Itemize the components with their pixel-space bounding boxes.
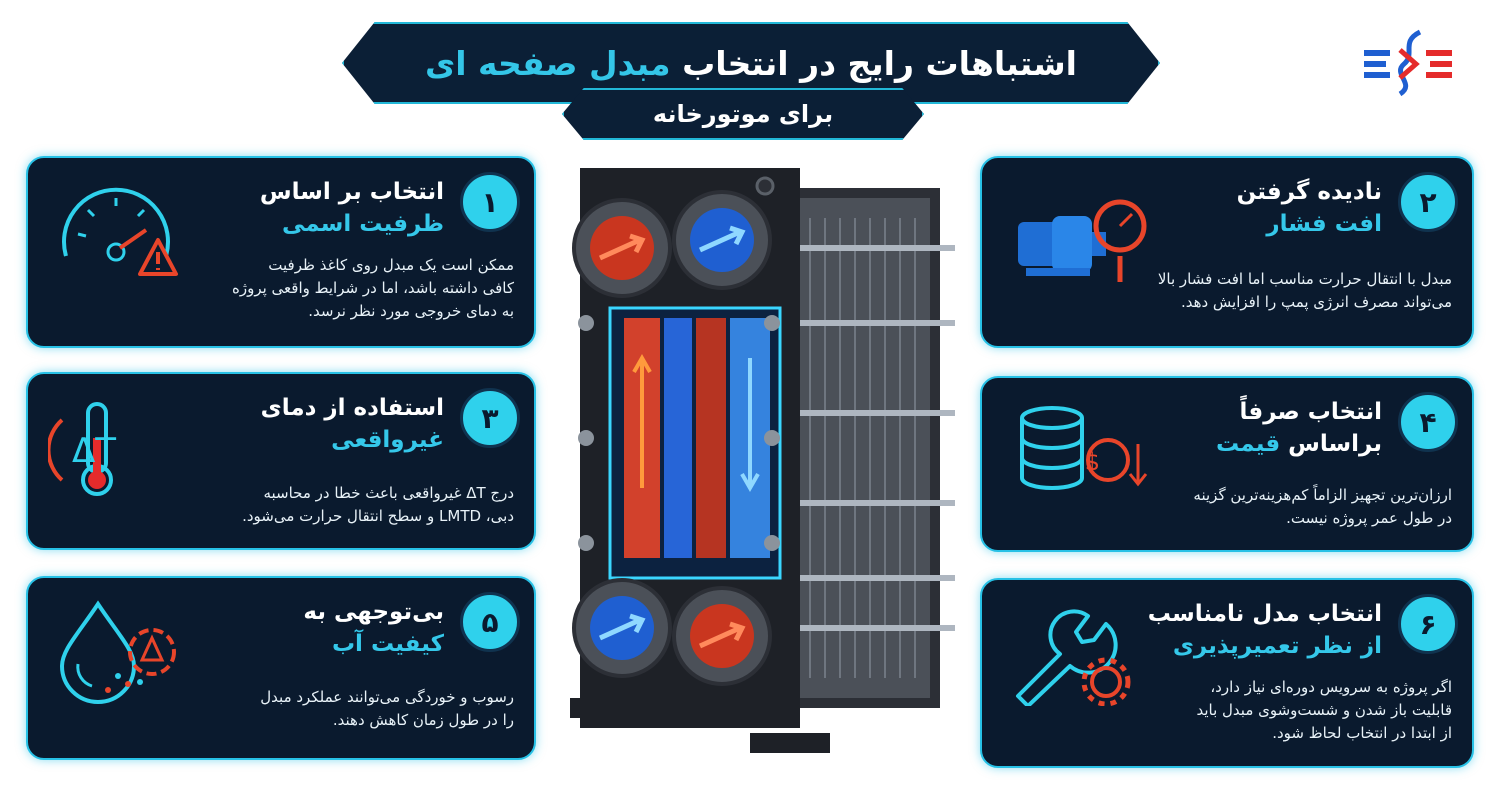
card-title-line2: کیفیت آب	[331, 631, 444, 657]
card-title: بی‌توجهی به کیفیت آب	[303, 596, 444, 660]
card-2: ۲ نادیده گرفتن افت فشار مبدل با انتقال ح…	[980, 156, 1474, 348]
card-number: ۶	[1398, 594, 1458, 654]
card-number: ۱	[460, 172, 520, 232]
card-body-line: اگر پروژه به سرویس دوره‌ای نیاز دارد،	[1210, 678, 1452, 696]
card-title: نادیده گرفتن افت فشار	[1237, 176, 1382, 240]
card-number: ۲	[1398, 172, 1458, 232]
page-subtitle: برای موتورخانه	[652, 100, 834, 128]
card-title-line1: انتخاب مدل نامناسب	[1147, 601, 1382, 627]
card-title: انتخاب صرفاً براساس قیمت	[1216, 396, 1382, 460]
card-number: ۵	[460, 592, 520, 652]
pump-gauge-icon	[1018, 199, 1147, 282]
plate-heat-exchanger-illustration	[570, 168, 955, 753]
coins-price-down-icon: $	[1020, 406, 1148, 490]
subtitle-banner: برای موتورخانه	[562, 88, 924, 140]
card-body-line: را در طول زمان کاهش دهند.	[332, 711, 514, 729]
brand-logo-icon	[1364, 29, 1452, 97]
card-number: ۴	[1398, 392, 1458, 452]
card-6: ۶ انتخاب مدل نامناسب از نظر تعمیرپذیری ا…	[980, 578, 1474, 768]
card-body-line: از ابتدا در انتخاب لحاظ شود.	[1272, 724, 1452, 742]
card-body-line: دبی، LMTD و سطح انتقال حرارت می‌شود.	[242, 507, 514, 525]
card-body-line: رسوب و خوردگی می‌توانند عملکرد مبدل	[260, 688, 514, 706]
title-accent: مبدل صفحه ای	[425, 43, 671, 83]
card-body: اگر پروژه به سرویس دوره‌ای نیاز دارد، قا…	[1196, 676, 1452, 745]
card-5: ۵ بی‌توجهی به کیفیت آب رسوب و خوردگی می‌…	[26, 576, 536, 760]
card-title-line2-part: براساس	[1288, 431, 1382, 457]
card-title-line1: نادیده گرفتن	[1236, 179, 1382, 205]
card-body: ارزان‌ترین تجهیز الزاماً کم‌هزینه‌ترین گ…	[1193, 484, 1452, 530]
card-title-line2: غیرواقعی	[331, 427, 444, 453]
card-body-line: مبدل با انتقال حرارت مناسب اما افت فشار …	[1157, 270, 1452, 288]
card-body-line: کافی داشته باشد، اما در شرایط واقعی پروژ…	[231, 279, 514, 297]
card-4: ۴ انتخاب صرفاً براساس قیمت $ ارزان‌ترین …	[980, 376, 1474, 552]
card-body-line: ارزان‌ترین تجهیز الزاماً کم‌هزینه‌ترین گ…	[1193, 486, 1452, 504]
title-part1: اشتباهات رایج در انتخاب	[682, 43, 1077, 83]
card-title: انتخاب مدل نامناسب از نظر تعمیرپذیری	[1148, 598, 1382, 662]
card-body-line: قابلیت باز شدن و شست‌وشوی مبدل باید	[1196, 701, 1452, 719]
card-title-line1: استفاده از دمای	[260, 395, 444, 421]
card-title-line2-accent: قیمت	[1215, 431, 1281, 457]
card-title-line2: از نظر تعمیرپذیری	[1172, 633, 1382, 659]
page-title: اشتباهات رایج در انتخاب مبدل صفحه ای	[425, 44, 1077, 83]
thermometer-delta-icon: ΔT	[48, 402, 116, 496]
card-title: انتخاب بر اساس ظرفیت اسمی	[260, 176, 444, 240]
card-body: ممکن است یک مبدل روی کاغذ ظرفیت کافی داش…	[232, 254, 514, 323]
gauge-warning-icon	[62, 187, 178, 276]
card-title-line2: براساس قیمت	[1216, 428, 1382, 460]
wrench-gear-icon	[1016, 609, 1131, 706]
card-body-line: ممکن است یک مبدل روی کاغذ ظرفیت	[268, 256, 514, 274]
card-body: مبدل با انتقال حرارت مناسب اما افت فشار …	[1158, 268, 1452, 314]
card-title-line1: انتخاب بر اساس	[259, 179, 444, 205]
card-title-line2: افت فشار	[1266, 211, 1382, 237]
card-number: ۳	[460, 388, 520, 448]
card-title: استفاده از دمای غیرواقعی	[261, 392, 444, 456]
card-1: ۱ انتخاب بر اساس ظرفیت اسمی ممکن است یک …	[26, 156, 536, 348]
card-title-line1: انتخاب صرفاً	[1239, 399, 1382, 425]
card-3: ۳ استفاده از دمای غیرواقعی ΔT درج ΔT غیر…	[26, 372, 536, 550]
card-title-line2: ظرفیت اسمی	[282, 211, 444, 237]
water-drop-scale-icon	[59, 600, 176, 704]
card-body-line: در طول عمر پروژه نیست.	[1286, 509, 1452, 527]
dollar-sign: $	[1085, 448, 1100, 476]
card-body: درج ΔT غیرواقعی باعث خطا در محاسبه دبی، …	[242, 482, 514, 528]
card-body-line: درج ΔT غیرواقعی باعث خطا در محاسبه	[263, 484, 514, 502]
delta-t-label: ΔT	[72, 431, 116, 471]
card-body-line: می‌تواند مصرف انرژی پمپ را افزایش دهد.	[1180, 293, 1452, 311]
card-body: رسوب و خوردگی می‌توانند عملکرد مبدل را د…	[260, 686, 514, 732]
card-title-line1: بی‌توجهی به	[303, 599, 444, 625]
card-body-line: به دمای خروجی مورد نظر نرسد.	[308, 302, 514, 320]
